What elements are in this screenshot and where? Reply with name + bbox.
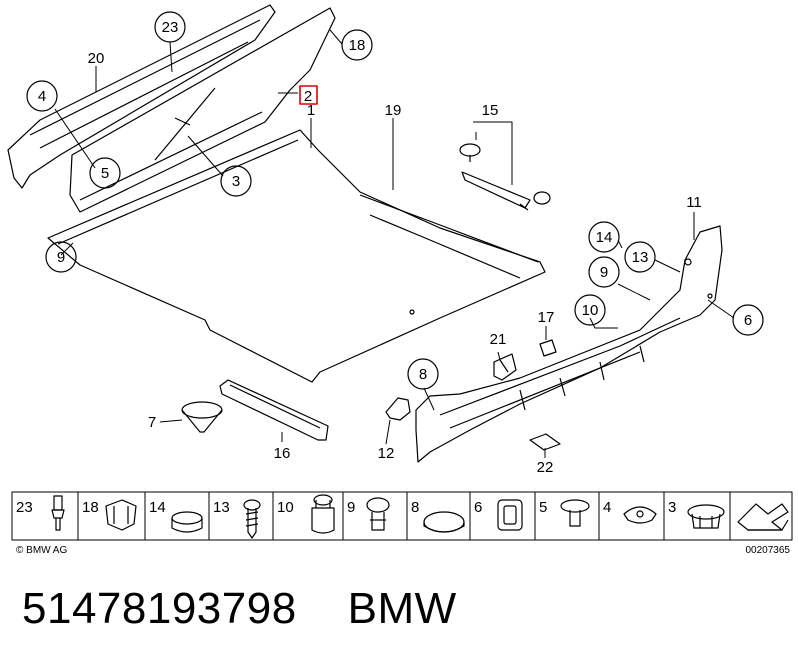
callout-2-highlight (299, 85, 318, 105)
legend-num: 18 (82, 499, 99, 516)
callout-9-left: 9 (57, 249, 65, 266)
part-22-pad (529, 433, 561, 451)
callout-21: 21 (490, 331, 507, 348)
callout-3: 3 (232, 173, 240, 190)
legend-num: 5 (539, 499, 547, 516)
callout-labels: 23 18 20 2 1 4 5 3 19 15 9 11 14 13 9 6 … (38, 19, 752, 476)
part-8-lower-trim-panel (415, 225, 723, 463)
spreading-rivet-icon (623, 506, 657, 524)
callout-19: 19 (385, 102, 402, 119)
part-18-cover-panel (69, 7, 336, 213)
cap-plug-icon (171, 511, 203, 533)
round-plug-icon (423, 511, 465, 533)
direction-arrow-icon (737, 503, 789, 531)
square-nut-icon (497, 499, 523, 531)
part-12-bracket (385, 397, 411, 421)
legend-num: 3 (668, 499, 676, 516)
grommet-nut-icon (311, 494, 335, 534)
legend-num: 9 (347, 499, 355, 516)
legend-num: 23 (16, 499, 33, 516)
callout-7: 7 (148, 414, 156, 431)
part-number: 51478193798 (22, 584, 297, 633)
clip-icon (687, 504, 725, 529)
callout-1: 1 (307, 102, 315, 119)
legend-num: 10 (277, 499, 294, 516)
callout-17: 17 (538, 309, 555, 326)
expansion-clip-icon (105, 499, 137, 531)
callout-15: 15 (482, 102, 499, 119)
legend-num: 8 (411, 499, 419, 516)
part-21-bracket (493, 353, 517, 381)
callout-12: 12 (378, 445, 395, 462)
legend-num: 14 (149, 499, 166, 516)
screw-icon (243, 499, 261, 539)
callout-11: 11 (686, 194, 702, 211)
callout-18: 18 (349, 37, 366, 54)
legend-frame (11, 491, 793, 541)
part-caption: 51478193798 BMW (22, 584, 457, 634)
callout-6: 6 (744, 312, 752, 329)
callout-4: 4 (38, 88, 46, 105)
callout-2: 2 (304, 88, 312, 105)
callout-13: 13 (632, 249, 649, 266)
push-pin-icon (51, 495, 65, 531)
leader-lines (54, 29, 735, 458)
part-19-rear-carpet (359, 194, 539, 279)
part-20-side-trim (7, 4, 276, 189)
diagram-id: 00207365 (746, 545, 791, 556)
push-rivet-icon (366, 497, 390, 531)
callout-9-right: 9 (600, 264, 608, 281)
legend-num: 6 (474, 499, 482, 516)
copyright: © BMW AG (16, 545, 67, 556)
part-1-floor-carpet (47, 129, 546, 383)
part-17-clip (539, 339, 557, 357)
expanding-rivet-icon (560, 499, 590, 527)
callout-14: 14 (596, 229, 613, 246)
callout-20: 20 (88, 50, 105, 67)
callout-8: 8 (419, 366, 427, 383)
part-15-strap-hook (459, 143, 551, 211)
legend-numbers: 23 18 14 13 10 9 8 6 5 4 3 (16, 499, 676, 516)
legend-num: 4 (603, 499, 611, 516)
callout-10: 10 (582, 302, 599, 319)
callout-22: 22 (537, 459, 554, 476)
brand-name: BMW (347, 584, 457, 633)
part-16-rail (219, 379, 329, 441)
callout-23: 23 (162, 19, 179, 36)
callout-16: 16 (274, 445, 291, 462)
legend-num: 13 (213, 499, 230, 516)
part-7-push-pin (181, 401, 223, 433)
callout-5: 5 (101, 165, 109, 182)
callout-circles (26, 11, 764, 390)
